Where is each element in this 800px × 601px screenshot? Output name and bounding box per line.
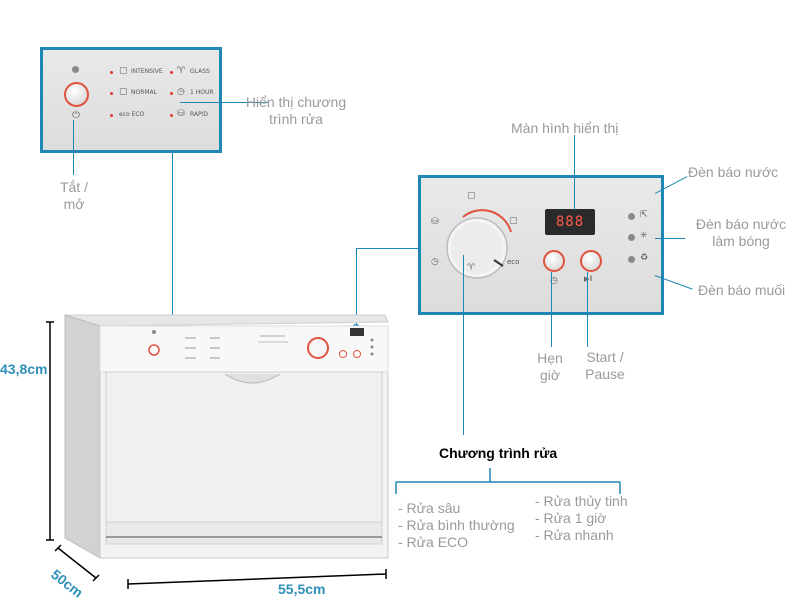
salt-icon: ♻ <box>640 252 649 262</box>
program-led <box>110 92 113 95</box>
program-list-item: - Rửa thủy tinh <box>535 493 628 509</box>
sparkle-icon: ✳ <box>640 230 648 240</box>
leader-line-start <box>587 272 588 347</box>
program-panel-closeup: ⏻ ▢ INTENSIVE ▢ NORMAL eco ECO ♈ GLASS ◷… <box>40 47 222 153</box>
program-label-rapid: RAPID <box>190 111 209 118</box>
label-screen: Màn hình hiển thị <box>511 120 619 136</box>
rinse-indicator-light <box>628 234 635 241</box>
rapid-icon: ⛁ <box>431 216 439 226</box>
programs-title: Chương trình rửa <box>439 445 558 461</box>
program-list-item: - Rửa bình thường <box>398 517 515 533</box>
leader-line-dial-programs <box>463 255 464 435</box>
label-salt-light: Đèn báo muối <box>698 282 786 298</box>
pot-icon: ▢ <box>467 190 476 200</box>
program-led <box>170 92 173 95</box>
glass-icon: ♈ <box>177 65 186 75</box>
program-label-glass: GLASS <box>190 68 210 75</box>
rapid-icon: ⛁ <box>177 108 185 118</box>
leader-line-program-display <box>180 102 268 103</box>
glass-icon: ♈ <box>467 262 476 272</box>
water-indicator-light <box>628 213 635 220</box>
timer-icon: ◷ <box>550 275 558 285</box>
program-led <box>110 71 113 74</box>
leader-line-power <box>73 120 74 175</box>
program-dial[interactable] <box>431 192 531 292</box>
dimension-depth: 50cm <box>48 566 87 601</box>
label-water-light: Đèn báo nước <box>688 164 779 180</box>
program-label-normal: NORMAL <box>131 89 158 96</box>
leader-line-timer <box>551 272 552 347</box>
pot-icon: ▢ <box>119 86 128 96</box>
label-start-pause: Start / Pause <box>585 349 625 382</box>
control-panel-closeup: ▢ ▢ ⛁ ◷ ♈ eco 888 ◷ ▶‖ ⇱ ✳ ♻ <box>418 175 664 315</box>
program-list-item: - Rửa sâu <box>398 500 461 516</box>
power-symbol-icon: ⏻ <box>72 110 80 121</box>
leader-line-inset-machine-h <box>356 248 418 249</box>
power-indicator-light <box>72 66 79 73</box>
leader-line-screen <box>574 135 575 210</box>
program-list-item: - Rửa ECO <box>398 534 469 550</box>
pot-icon: ▢ <box>119 65 128 75</box>
dimension-width: 55,5cm <box>278 581 326 597</box>
leader-line-rinse <box>655 238 685 239</box>
clock-icon: ◷ <box>177 86 185 96</box>
eco-label: eco <box>507 258 520 266</box>
program-led <box>170 114 173 117</box>
digital-display: 888 <box>545 209 595 235</box>
program-label-intensive: INTENSIVE <box>131 68 163 75</box>
salt-indicator-light <box>628 256 635 263</box>
leader-line-panel-to-machine <box>172 153 173 349</box>
program-led <box>110 114 113 117</box>
timer-button[interactable] <box>543 250 565 272</box>
leader-line-inset-machine-v <box>356 248 357 328</box>
program-led <box>170 71 173 74</box>
power-button[interactable] <box>64 82 89 107</box>
label-rinse-light: Đèn báo nước làm bóng <box>695 216 787 249</box>
start-pause-button[interactable] <box>580 250 602 272</box>
clock-icon: ◷ <box>431 256 439 266</box>
dishwasher-body <box>64 314 389 559</box>
dimension-height: 43,8cm <box>0 361 48 377</box>
pot-icon: ▢ <box>509 215 518 225</box>
program-list-item: - Rửa 1 giờ <box>535 510 607 526</box>
program-label-eco: eco ECO <box>119 111 145 118</box>
display-digits: 888 <box>555 214 585 230</box>
label-power: Tắt / mở <box>59 179 88 212</box>
label-timer: Hẹn giờ <box>537 350 563 383</box>
play-pause-icon: ▶‖ <box>584 276 593 283</box>
program-label-1hour: 1 HOUR <box>190 89 214 96</box>
water-icon: ⇱ <box>640 209 648 219</box>
program-list-item: - Rửa nhanh <box>535 527 614 543</box>
label-display-program: Hiển thị chương trình rửa <box>245 94 347 127</box>
